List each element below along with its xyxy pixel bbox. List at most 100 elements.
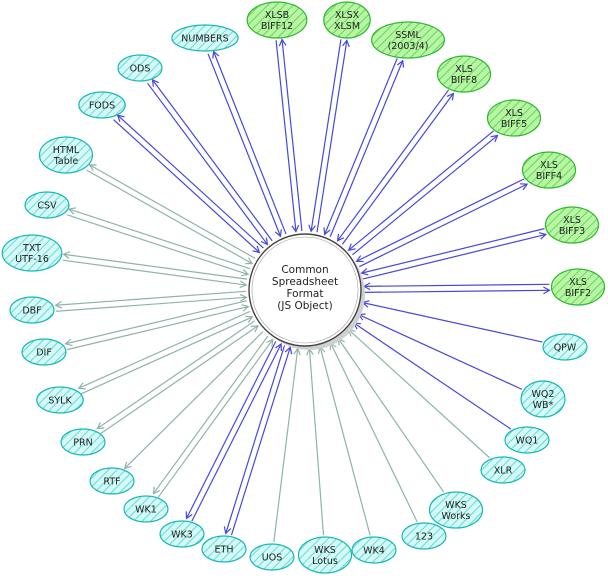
- node-label: NUMBERS: [181, 34, 228, 45]
- link-xls-biff8: [336, 89, 455, 245]
- node-label: TXT: [22, 243, 41, 254]
- node-numbers: NUMBERS: [171, 24, 239, 52]
- node-label: XLS: [505, 108, 523, 119]
- link-wq2: [357, 313, 523, 390]
- node-wk3: WK3: [159, 520, 205, 548]
- link-xls-biff2: [362, 282, 551, 295]
- node-label: RTF: [103, 477, 120, 488]
- node-sylk: SYLK: [36, 386, 84, 414]
- link-rtf: [123, 331, 264, 470]
- node-label: DIF: [36, 348, 52, 359]
- link-dif: [64, 300, 250, 351]
- node-label: WKS: [314, 545, 336, 556]
- node-label: Table: [53, 156, 79, 167]
- node-ssml: SSML(2003/4): [371, 21, 446, 59]
- link-numbers: [207, 50, 287, 238]
- link-txt: [62, 251, 248, 289]
- node-xlr: XLR: [480, 456, 526, 484]
- center-label: Format: [286, 288, 323, 300]
- link-xlsb: [275, 38, 303, 233]
- node-eth: ETH: [201, 535, 247, 563]
- node-qpw: QPW: [542, 333, 588, 361]
- node-ods: ODS: [117, 54, 163, 82]
- link-dbf: [54, 290, 248, 312]
- node-label: BIFF12: [261, 21, 293, 32]
- link-ods: [147, 78, 273, 246]
- node-label: WK3: [171, 530, 193, 541]
- node-label: CSV: [37, 201, 57, 212]
- node-label: FODS: [89, 101, 115, 112]
- node-uos: UOS: [249, 543, 295, 571]
- node-label: SYLK: [48, 396, 72, 407]
- link-xls-biff4: [355, 178, 529, 268]
- node-label: BIFF4: [536, 171, 562, 182]
- node-rtf: RTF: [89, 467, 135, 495]
- node-label: ETH: [215, 545, 234, 556]
- node-label: BIFF5: [501, 119, 527, 130]
- node-wk1: WK1: [123, 495, 169, 523]
- link-eth: [223, 345, 293, 536]
- link-csv: [66, 207, 251, 277]
- node-label: QPW: [554, 343, 577, 354]
- link-uos: [273, 347, 301, 543]
- link-sylk: [77, 310, 254, 395]
- node-label: XLSX: [335, 10, 360, 21]
- node-label: XLS: [563, 215, 581, 226]
- node-label: UOS: [262, 553, 282, 564]
- node-label: Lotus: [312, 556, 338, 567]
- node-label: 123: [415, 532, 433, 543]
- node-prn: PRN: [60, 428, 106, 456]
- link-wk3: [185, 341, 282, 522]
- node-wq1: WQ1: [504, 426, 550, 454]
- link-wk4: [317, 345, 371, 536]
- node-label: BIFF8: [451, 75, 477, 86]
- node-label: WK1: [135, 505, 157, 516]
- node-label: UTF-16: [15, 254, 49, 265]
- link-fods: [113, 114, 264, 254]
- node-label: HTML: [53, 145, 80, 156]
- link-xls-biff3: [360, 228, 548, 280]
- link-xls-biff5: [347, 130, 499, 256]
- node-label: WQ1: [516, 436, 539, 447]
- node-label: WKS: [445, 500, 467, 511]
- node-label: XLSM: [334, 21, 360, 32]
- node-label: DBF: [22, 306, 41, 317]
- center-label: Spreadsheet: [272, 276, 338, 288]
- node-label: XLS: [540, 160, 558, 171]
- link-wk1: [152, 335, 274, 498]
- link-html-table: [86, 164, 256, 265]
- node-label: XLS: [455, 64, 473, 75]
- node-label: BIFF2: [565, 288, 591, 299]
- node-label: SSML: [395, 30, 421, 41]
- center-label: Common: [281, 264, 328, 276]
- format-nodes: NUMBERSXLSBBIFF12XLSXXLSMSSML(2003/4)XLS…: [1, 1, 606, 574]
- node-label: WQ2: [532, 389, 555, 400]
- node-dbf: DBF: [9, 296, 55, 324]
- link-xlsx: [308, 39, 350, 233]
- node-label: WB*: [533, 400, 554, 411]
- node-label: XLR: [494, 466, 513, 477]
- node-label: BIFF3: [559, 226, 585, 237]
- node-fods: FODS: [78, 91, 126, 119]
- node-label: PRN: [73, 438, 92, 449]
- link-ssml: [323, 58, 405, 237]
- link-wq1: [352, 322, 512, 430]
- center-label: (JS Object): [277, 300, 333, 312]
- node-label: WK4: [363, 546, 385, 557]
- link-prn: [96, 320, 260, 434]
